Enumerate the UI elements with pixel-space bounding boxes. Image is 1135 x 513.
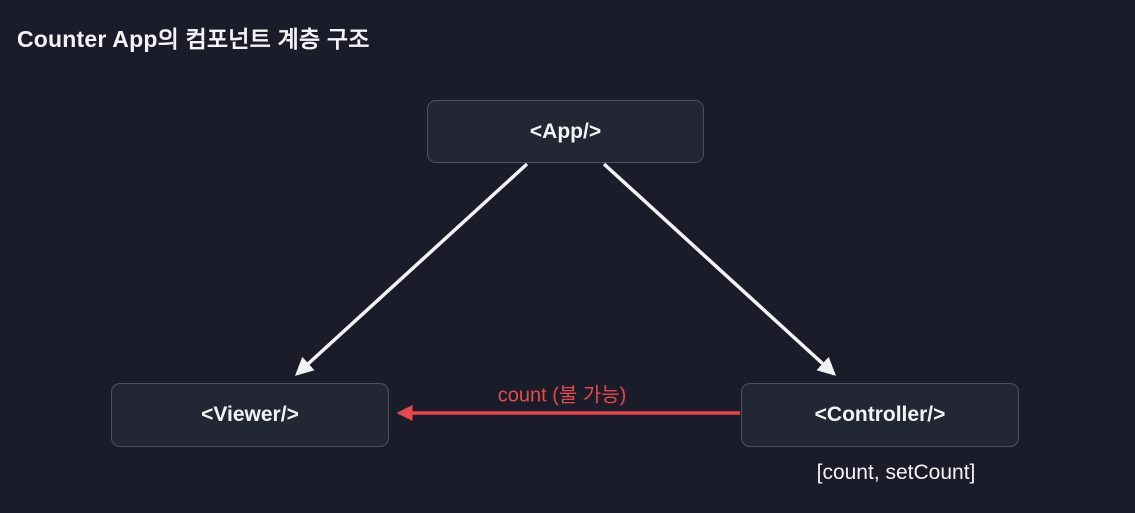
node-controller: <Controller/> (741, 383, 1019, 447)
arrow-app-to-controller (602, 162, 837, 376)
controller-state-text: [count, setCount] (816, 461, 976, 484)
edge-label-count-impossible: count (불 가능) (497, 384, 627, 407)
arrow-app-to-viewer (294, 162, 529, 376)
node-viewer: <Viewer/> (111, 383, 389, 447)
node-app: <App/> (427, 100, 704, 163)
node-app-label: <App/> (529, 119, 602, 143)
node-controller-label: <Controller/> (814, 403, 946, 426)
diagram-title: Counter App의 컴포넌트 계층 구조 (17, 26, 370, 52)
node-viewer-label: <Viewer/> (201, 403, 299, 426)
